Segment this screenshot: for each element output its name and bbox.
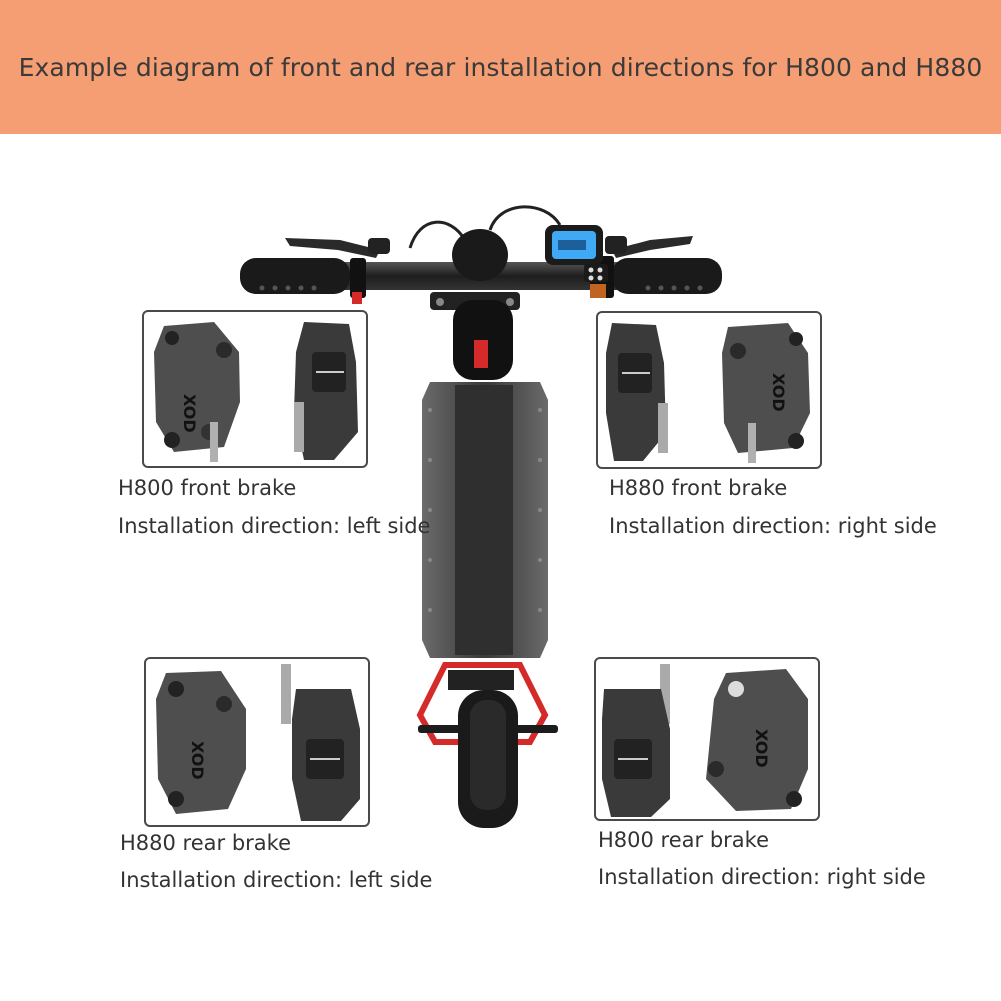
caliper-piston-side	[281, 664, 360, 821]
panel-2-title: H880 rear brake	[120, 831, 291, 855]
panel-0-direction: Installation direction: left side	[118, 514, 431, 538]
page-title: Example diagram of front and rear instal…	[18, 52, 983, 82]
svg-text:XOD: XOD	[752, 729, 771, 768]
svg-text:XOD: XOD	[769, 373, 788, 412]
svg-text:XOD: XOD	[180, 394, 199, 433]
speed-display	[545, 225, 608, 282]
caliper-logo-side: XOD	[706, 669, 808, 811]
panel-1-direction: Installation direction: right side	[609, 514, 937, 538]
panel-3-direction: Installation direction: right side	[598, 865, 926, 889]
brake-photo-panel-1: XOD	[596, 311, 822, 469]
brake-photo-panel-0: XOD	[142, 310, 368, 468]
caliper-logo-side: XOD	[722, 323, 810, 463]
caliper-logo-side: XOD	[156, 671, 246, 814]
caliper-piston-side	[294, 322, 358, 460]
brake-photo-panel-2: XOD	[144, 657, 370, 827]
left-brake-lever	[285, 238, 390, 258]
caliper-logo-side: XOD	[154, 322, 240, 462]
caliper-piston-side	[606, 323, 668, 461]
caliper-piston-side	[602, 664, 670, 817]
brake-photo-panel-3: XOD	[594, 657, 820, 821]
panel-1-title: H880 front brake	[609, 476, 788, 500]
panel-0-title: H800 front brake	[118, 476, 297, 500]
right-brake-lever	[605, 236, 693, 258]
header-banner: Example diagram of front and rear instal…	[0, 0, 1001, 134]
panel-3-title: H800 rear brake	[598, 828, 769, 852]
panel-2-direction: Installation direction: left side	[120, 868, 433, 892]
svg-text:XOD: XOD	[188, 741, 207, 780]
